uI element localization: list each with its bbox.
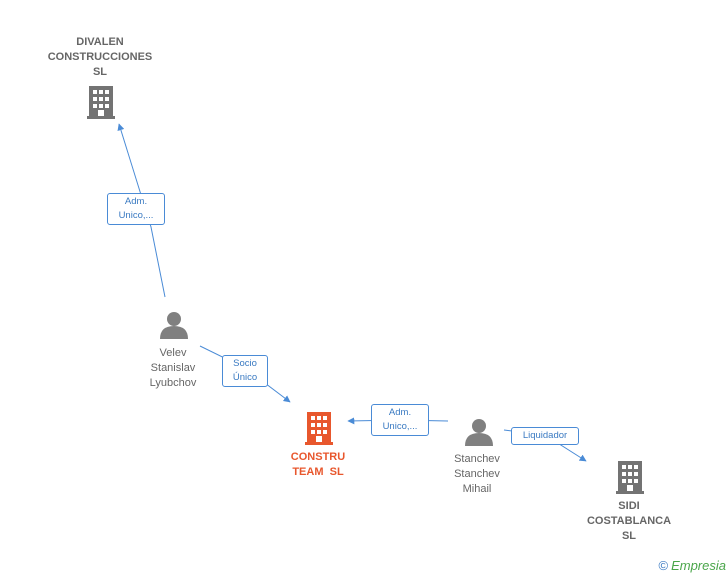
node-label-sidi[interactable]: SIDI COSTABLANCA SL — [586, 500, 672, 542]
footer-brand[interactable]: ©Empresia — [658, 558, 726, 573]
node-label-stanchev[interactable]: Stanchev Stanchev Mihail — [454, 453, 500, 495]
node-label-velev[interactable]: Velev Stanislav Lyubchov — [149, 347, 197, 389]
person-icon[interactable] — [160, 312, 188, 339]
node-label-construteam[interactable]: CONSTRU TEAM SL — [290, 451, 346, 478]
edge-label-velev-divalen[interactable]: Adm. Unico,... — [107, 193, 165, 225]
brand-name: Empresia — [671, 558, 726, 573]
node-label-divalen[interactable]: DIVALEN CONSTRUCCIONES SL — [47, 36, 153, 78]
edge-label-stanchev-sidi[interactable]: Liquidador — [511, 427, 579, 445]
building-icon[interactable] — [87, 86, 115, 119]
edge-label-velev-construteam[interactable]: Socio Único — [222, 355, 268, 387]
copyright-icon: © — [658, 558, 669, 573]
edge-label-stanchev-construteam[interactable]: Adm. Unico,... — [371, 404, 429, 436]
person-icon[interactable] — [465, 419, 493, 446]
edge-velev-divalen — [117, 123, 166, 298]
building-icon[interactable] — [305, 412, 333, 445]
building-icon[interactable] — [616, 461, 644, 494]
